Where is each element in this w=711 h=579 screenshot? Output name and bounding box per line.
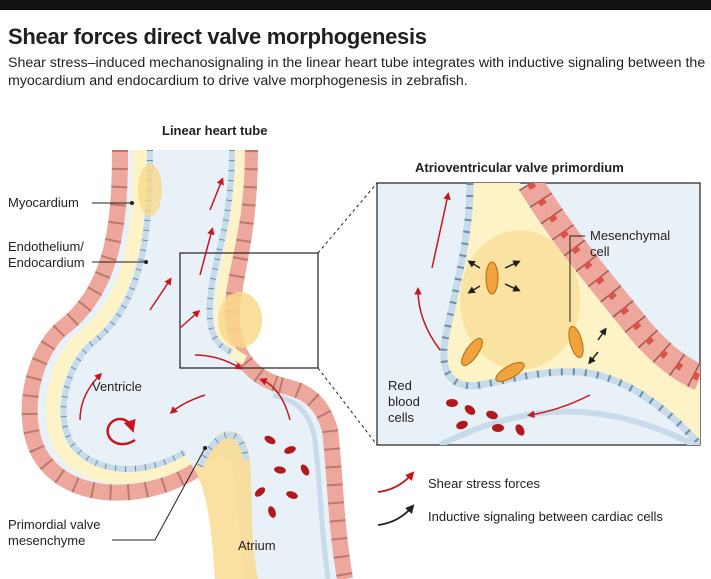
rbc-label: Red blood cells [388,378,420,425]
swirl-arrow [106,417,136,446]
lower-cushion [195,431,258,579]
zoom-panel [376,182,701,446]
ventricle-label: Ventricle [92,379,142,394]
upper-cushion [218,292,262,348]
myocardium-label: Myocardium [8,195,79,210]
linear-heart-tube [21,149,378,579]
figure-title: Shear forces direct valve morphogenesis [8,24,427,49]
zoom-region-box [179,252,319,369]
mesenchymal-cell [485,261,499,295]
rbc-group-atrium [254,435,310,518]
mesenchymal-cell [461,337,483,367]
mesenchymal-cell [495,361,525,383]
inductive-arrows [467,260,607,365]
legend [377,471,415,526]
mesenchymal-cell [568,325,584,359]
top-rule [0,0,711,10]
rbc-group-zoom [446,399,525,436]
legend-inductive-label: Inductive signaling between cardiac cell… [428,509,663,524]
right-panel-heading: Atrioventricular valve primordium [415,160,624,175]
primordial-label: Primordial valve mesenchyme [8,517,101,548]
figure-subtitle: Shear stress–induced mechanosignaling in… [8,55,706,89]
left-panel-heading: Linear heart tube [162,123,268,138]
atrium-label: Atrium [238,538,276,553]
myocardium-left-wall [21,149,200,501]
legend-shear-arrow [377,471,415,493]
legend-inductive-arrow [377,504,415,526]
legend-shear-label: Shear stress forces [428,476,540,491]
endothelium-label: Endothelium/ Endocardium [8,239,85,270]
mesenchymal-label: Mesenchymal cell [590,228,671,259]
